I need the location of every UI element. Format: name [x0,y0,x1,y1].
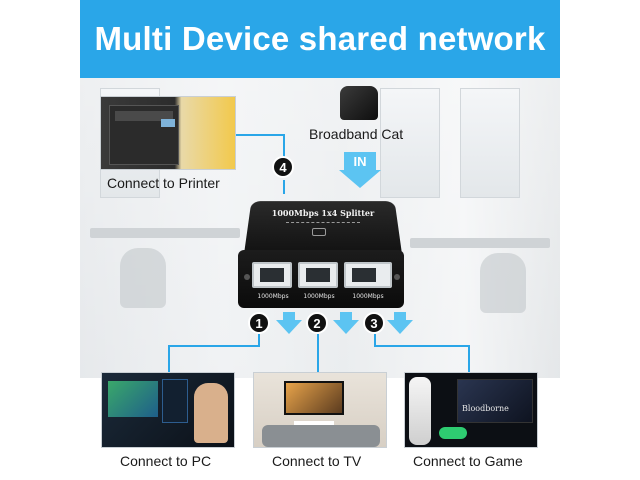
down-arrow-icon [387,320,413,334]
broadband-label: Broadband Cat [309,126,404,142]
header-banner: Multi Device shared network [80,0,560,78]
pc-label: Connect to PC [120,453,212,469]
background-desk [410,238,550,248]
printer-tray [115,111,173,121]
game-line-v2 [468,345,470,373]
pc-line-h [168,345,260,347]
badge-1: 1 [248,312,270,334]
badge-2: 2 [306,312,328,334]
tv-screen [284,381,344,415]
printer-photo [100,96,236,170]
in-label: IN [344,152,376,170]
screw-icon [394,274,400,280]
screw-icon [244,274,250,280]
printer-line-v [283,134,285,158]
game-photo: Bloodborne [404,372,538,448]
pc-line-v2 [168,345,170,373]
game-line-v [374,334,376,346]
badge-3: 3 [363,312,385,334]
printer-screen [161,119,175,127]
splitter-logo-icon [312,228,326,236]
printer-line-h [236,134,284,136]
printer-line-v2 [283,180,285,194]
badge-4: 4 [272,156,294,178]
ethernet-port-3 [344,262,392,288]
background-chair [480,253,526,313]
pc-tower [162,379,188,423]
in-arrow-icon: IN [339,152,381,190]
ethernet-port-2 [298,262,338,288]
game-screen: Bloodborne [457,379,533,423]
pc-line-v [258,334,260,346]
port-label: 1000Mbps [303,293,335,300]
printer-label: Connect to Printer [107,175,220,191]
pc-monitor [108,381,158,417]
pc-photo [101,372,235,448]
splitter-title: 1000Mbps 1x4 Splitter [271,208,375,218]
down-arrow-icon [333,320,359,334]
background-desk [90,228,240,238]
tv-label: Connect to TV [272,453,362,469]
modem-icon [340,86,378,120]
tv-photo [253,372,387,448]
tv-line-v [317,334,319,372]
splitter-led-row [286,222,360,228]
game-controller [439,427,467,439]
port-label: 1000Mbps [352,293,384,300]
banner-title: Multi Device shared network [94,20,546,57]
tv-sofa [262,425,380,447]
down-arrow-stem [394,312,406,320]
down-arrow-stem [340,312,352,320]
tv-stand [294,421,334,427]
gamer-figure [194,383,228,443]
ethernet-port-1 [252,262,292,288]
in-arrow-head [339,170,381,188]
game-label: Connect to Game [413,453,523,469]
background-window [380,88,440,198]
port-label: 1000Mbps [257,293,289,300]
down-arrow-stem [283,312,295,320]
background-window [460,88,520,198]
down-arrow-icon [276,320,302,334]
game-title-text: Bloodborne [462,404,509,413]
game-console [409,377,431,445]
game-line-h [374,345,469,347]
background-chair [120,248,166,308]
